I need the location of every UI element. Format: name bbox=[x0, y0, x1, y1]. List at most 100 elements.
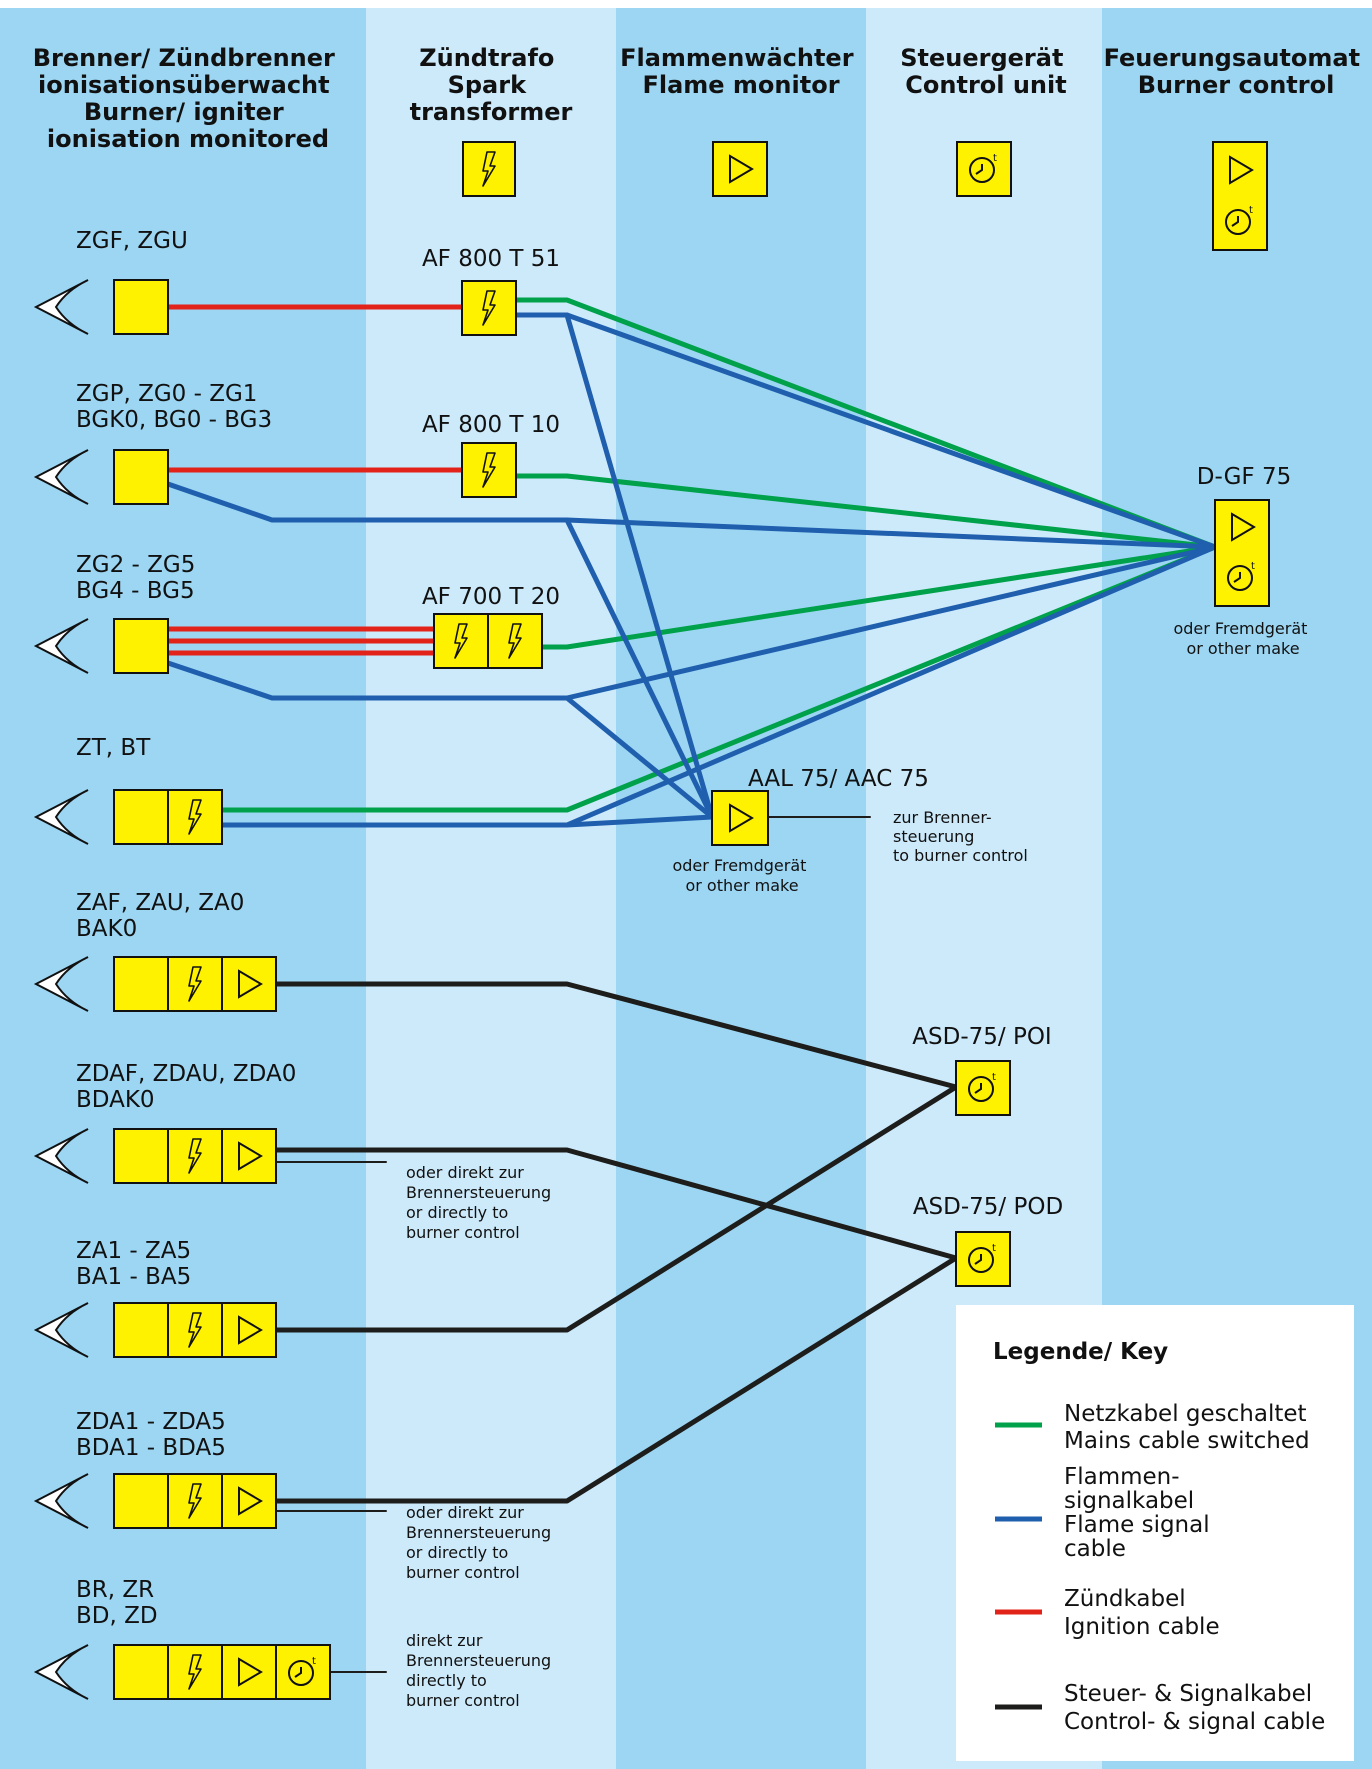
burner-nozzle-icon bbox=[33, 449, 89, 505]
device-label-dgf75: D-GF 75 bbox=[1197, 464, 1291, 490]
burner-device-cell bbox=[113, 789, 169, 845]
burner-device-cell bbox=[221, 1302, 277, 1358]
device-label-af800t10: AF 800 T 10 bbox=[422, 412, 560, 438]
control-cable bbox=[273, 1255, 959, 1504]
control-cable bbox=[273, 981, 959, 1090]
mains-cable bbox=[220, 544, 1218, 813]
burner-device-cell bbox=[113, 1644, 169, 1700]
column-flame-monitor-bg bbox=[616, 8, 866, 1769]
column-header-burner-control: Feuerungsautomat Burner control bbox=[1104, 44, 1369, 99]
burner-device-cell bbox=[221, 1473, 277, 1529]
mains-cable bbox=[513, 473, 1218, 550]
flame-signal-cable bbox=[564, 544, 1218, 828]
column-header-control-unit: Steuergerät Control unit bbox=[900, 44, 1072, 99]
burner-label: ZT, BT bbox=[76, 735, 151, 761]
burner-device-cell bbox=[221, 1128, 277, 1184]
burner-row: ZGF, ZGU bbox=[33, 228, 188, 335]
aal75-output-note: zur Brenner- steuerung to burner control bbox=[893, 808, 1028, 865]
flame-signal-cable bbox=[165, 544, 1218, 701]
spark-transformer-af800t10 bbox=[461, 442, 517, 498]
direct-or-note-1: oder direkt zur Brennersteuerung or dire… bbox=[406, 1163, 556, 1242]
legend-label-flame-signal: Flammen- signalkabel Flame signal cable bbox=[1064, 1464, 1217, 1562]
burner-device-cell bbox=[167, 1302, 223, 1358]
burner-device-cell bbox=[221, 1644, 277, 1700]
direct-note: direkt zur Brennersteuerung directly to … bbox=[406, 1631, 556, 1710]
mains-cable bbox=[539, 544, 1218, 650]
device-label-aal75: AAL 75/ AAC 75 bbox=[748, 766, 929, 792]
burner-nozzle-icon bbox=[33, 1473, 89, 1529]
burner-device-cell bbox=[113, 618, 169, 674]
mains-cable bbox=[513, 297, 1218, 550]
burner-device-cell bbox=[275, 1644, 331, 1700]
flame-signal-cable bbox=[564, 695, 715, 820]
burner-nozzle-icon bbox=[33, 1644, 89, 1700]
burner-control-dgf75 bbox=[1214, 499, 1270, 607]
burner-device-cell bbox=[167, 1473, 223, 1529]
flame-monitor-timer-icon bbox=[1212, 141, 1268, 251]
burner-device-cell bbox=[113, 956, 169, 1012]
device-label-af700t20: AF 700 T 20 bbox=[422, 584, 560, 610]
device-label-asd75poi: ASD-75/ POI bbox=[912, 1024, 1051, 1050]
control-unit-asd75pod bbox=[955, 1231, 1011, 1287]
timer-icon bbox=[956, 141, 1012, 197]
burner-device-cell bbox=[167, 1644, 223, 1700]
burner-device-cell bbox=[113, 449, 169, 505]
aal75-note: oder Fremdgerät or other make bbox=[672, 856, 811, 895]
legend-label-mains: Netzkabel geschaltet Mains cable switche… bbox=[1064, 1401, 1314, 1454]
burner-nozzle-icon bbox=[33, 279, 89, 335]
burner-nozzle-icon bbox=[33, 1302, 89, 1358]
burner-row: ZT, BT bbox=[33, 735, 223, 845]
legend: Legende/ Key Netzkabel geschaltet Mains … bbox=[956, 1305, 1354, 1761]
burner-device-cell bbox=[113, 1302, 169, 1358]
burner-device-cell bbox=[221, 956, 277, 1012]
column-header-burner: Brenner/ Zündbrenner ionisationsüberwach… bbox=[33, 44, 344, 153]
burner-device-cell bbox=[113, 1473, 169, 1529]
flame-signal-cable bbox=[564, 312, 715, 820]
burner-nozzle-icon bbox=[33, 789, 89, 845]
legend-title: Legende/ Key bbox=[993, 1339, 1168, 1365]
burner-device-cell bbox=[167, 1128, 223, 1184]
burner-nozzle-icon bbox=[33, 956, 89, 1012]
burner-nozzle-icon bbox=[33, 1128, 89, 1184]
burner-device-cell bbox=[167, 789, 223, 845]
burner-device-cell bbox=[113, 279, 169, 335]
burner-device-cell bbox=[167, 956, 223, 1012]
dgf75-note: oder Fremdgerät or other make bbox=[1173, 619, 1312, 658]
spark-icon bbox=[462, 141, 516, 197]
flame-monitor-icon bbox=[712, 141, 768, 197]
burner-nozzle-icon bbox=[33, 618, 89, 674]
flame-monitor-aal75 bbox=[711, 790, 769, 846]
legend-label-control: Steuer- & Signalkabel Control- & signal … bbox=[1064, 1681, 1325, 1735]
flame-signal-cable bbox=[165, 481, 1218, 550]
burner-device-cell bbox=[113, 1128, 169, 1184]
legend-label-ignition: Zündkabel Ignition cable bbox=[1064, 1586, 1220, 1640]
spark-transformer-af800t51 bbox=[461, 280, 517, 336]
control-cable bbox=[273, 1147, 959, 1261]
column-header-transformer: Zündtrafo Spark transformer bbox=[410, 44, 573, 126]
direct-or-note-2: oder direkt zur Brennersteuerung or dire… bbox=[406, 1503, 556, 1582]
flame-signal-cable bbox=[564, 517, 715, 820]
control-cable bbox=[273, 1084, 959, 1333]
control-unit-asd75poi bbox=[955, 1060, 1011, 1116]
burner-label: ZGF, ZGU bbox=[76, 228, 188, 254]
spark-transformer-af700t20 bbox=[433, 613, 543, 669]
device-label-asd75pod: ASD-75/ POD bbox=[913, 1194, 1063, 1220]
column-header-flame-monitor: Flammenwächter Flame monitor bbox=[620, 44, 862, 99]
device-label-af800t51: AF 800 T 51 bbox=[422, 246, 560, 272]
